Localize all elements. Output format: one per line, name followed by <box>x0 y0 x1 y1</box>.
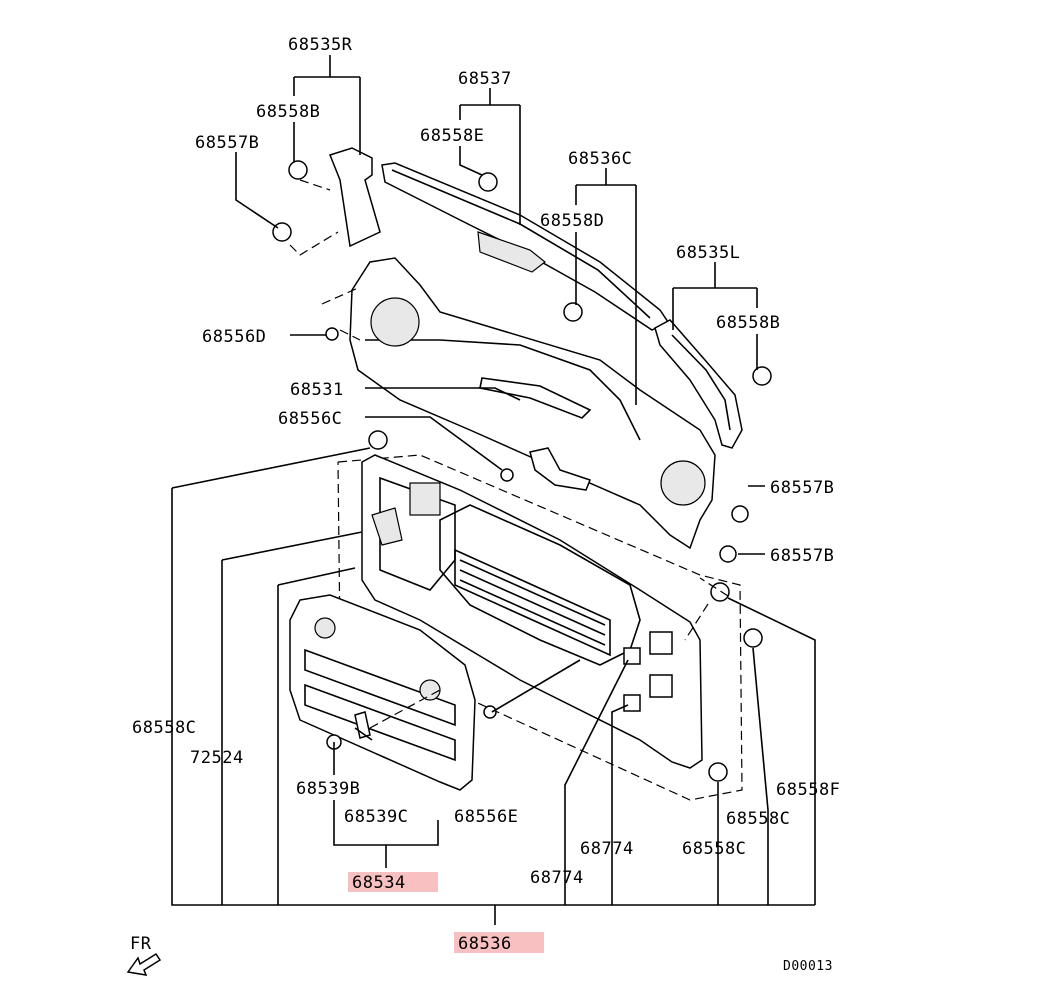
label-68558B-right: 68558B <box>716 313 780 333</box>
part-labels: 68535R 68558B 68557B 68537 68558E 68536C… <box>130 35 840 974</box>
highlight-68536 <box>454 932 544 953</box>
label-68557B-top: 68557B <box>195 133 259 153</box>
main-door-trim <box>337 454 743 801</box>
label-68539B: 68539B <box>296 779 360 799</box>
label-68531: 68531 <box>290 380 344 400</box>
label-68558C-mid: 68558C <box>682 839 746 859</box>
label-68556C: 68556C <box>278 409 342 429</box>
label-68537: 68537 <box>458 69 512 89</box>
label-72524: 72524 <box>190 748 244 768</box>
label-68539C: 68539C <box>344 807 408 827</box>
label-68535L: 68535L <box>676 243 740 263</box>
label-68557B-r2: 68557B <box>770 546 834 566</box>
label-68535R: 68535R <box>288 35 353 55</box>
label-68558C-left: 68558C <box>132 718 196 738</box>
label-68536: 68536 <box>458 934 512 954</box>
upper-trim-assembly <box>329 147 743 550</box>
label-68536C: 68536C <box>568 149 632 169</box>
front-arrow-icon <box>126 952 162 976</box>
label-68558E: 68558E <box>420 126 484 146</box>
front-label: FR <box>130 934 152 954</box>
highlight-68534 <box>348 872 438 892</box>
diagram-code: D00013 <box>783 959 833 974</box>
label-68556E: 68556E <box>454 807 518 827</box>
label-68534: 68534 <box>352 873 406 893</box>
label-68557B-r1: 68557B <box>770 478 834 498</box>
label-68556D: 68556D <box>202 327 266 347</box>
label-68774-b: 68774 <box>530 868 584 888</box>
leader-lines <box>171 55 816 925</box>
label-68558C-right: 68558C <box>726 809 790 829</box>
fasteners <box>272 160 772 782</box>
label-68558F: 68558F <box>776 780 840 800</box>
label-68558D: 68558D <box>540 211 604 231</box>
label-68774-a: 68774 <box>580 839 634 859</box>
label-68558B-top: 68558B <box>256 102 320 122</box>
